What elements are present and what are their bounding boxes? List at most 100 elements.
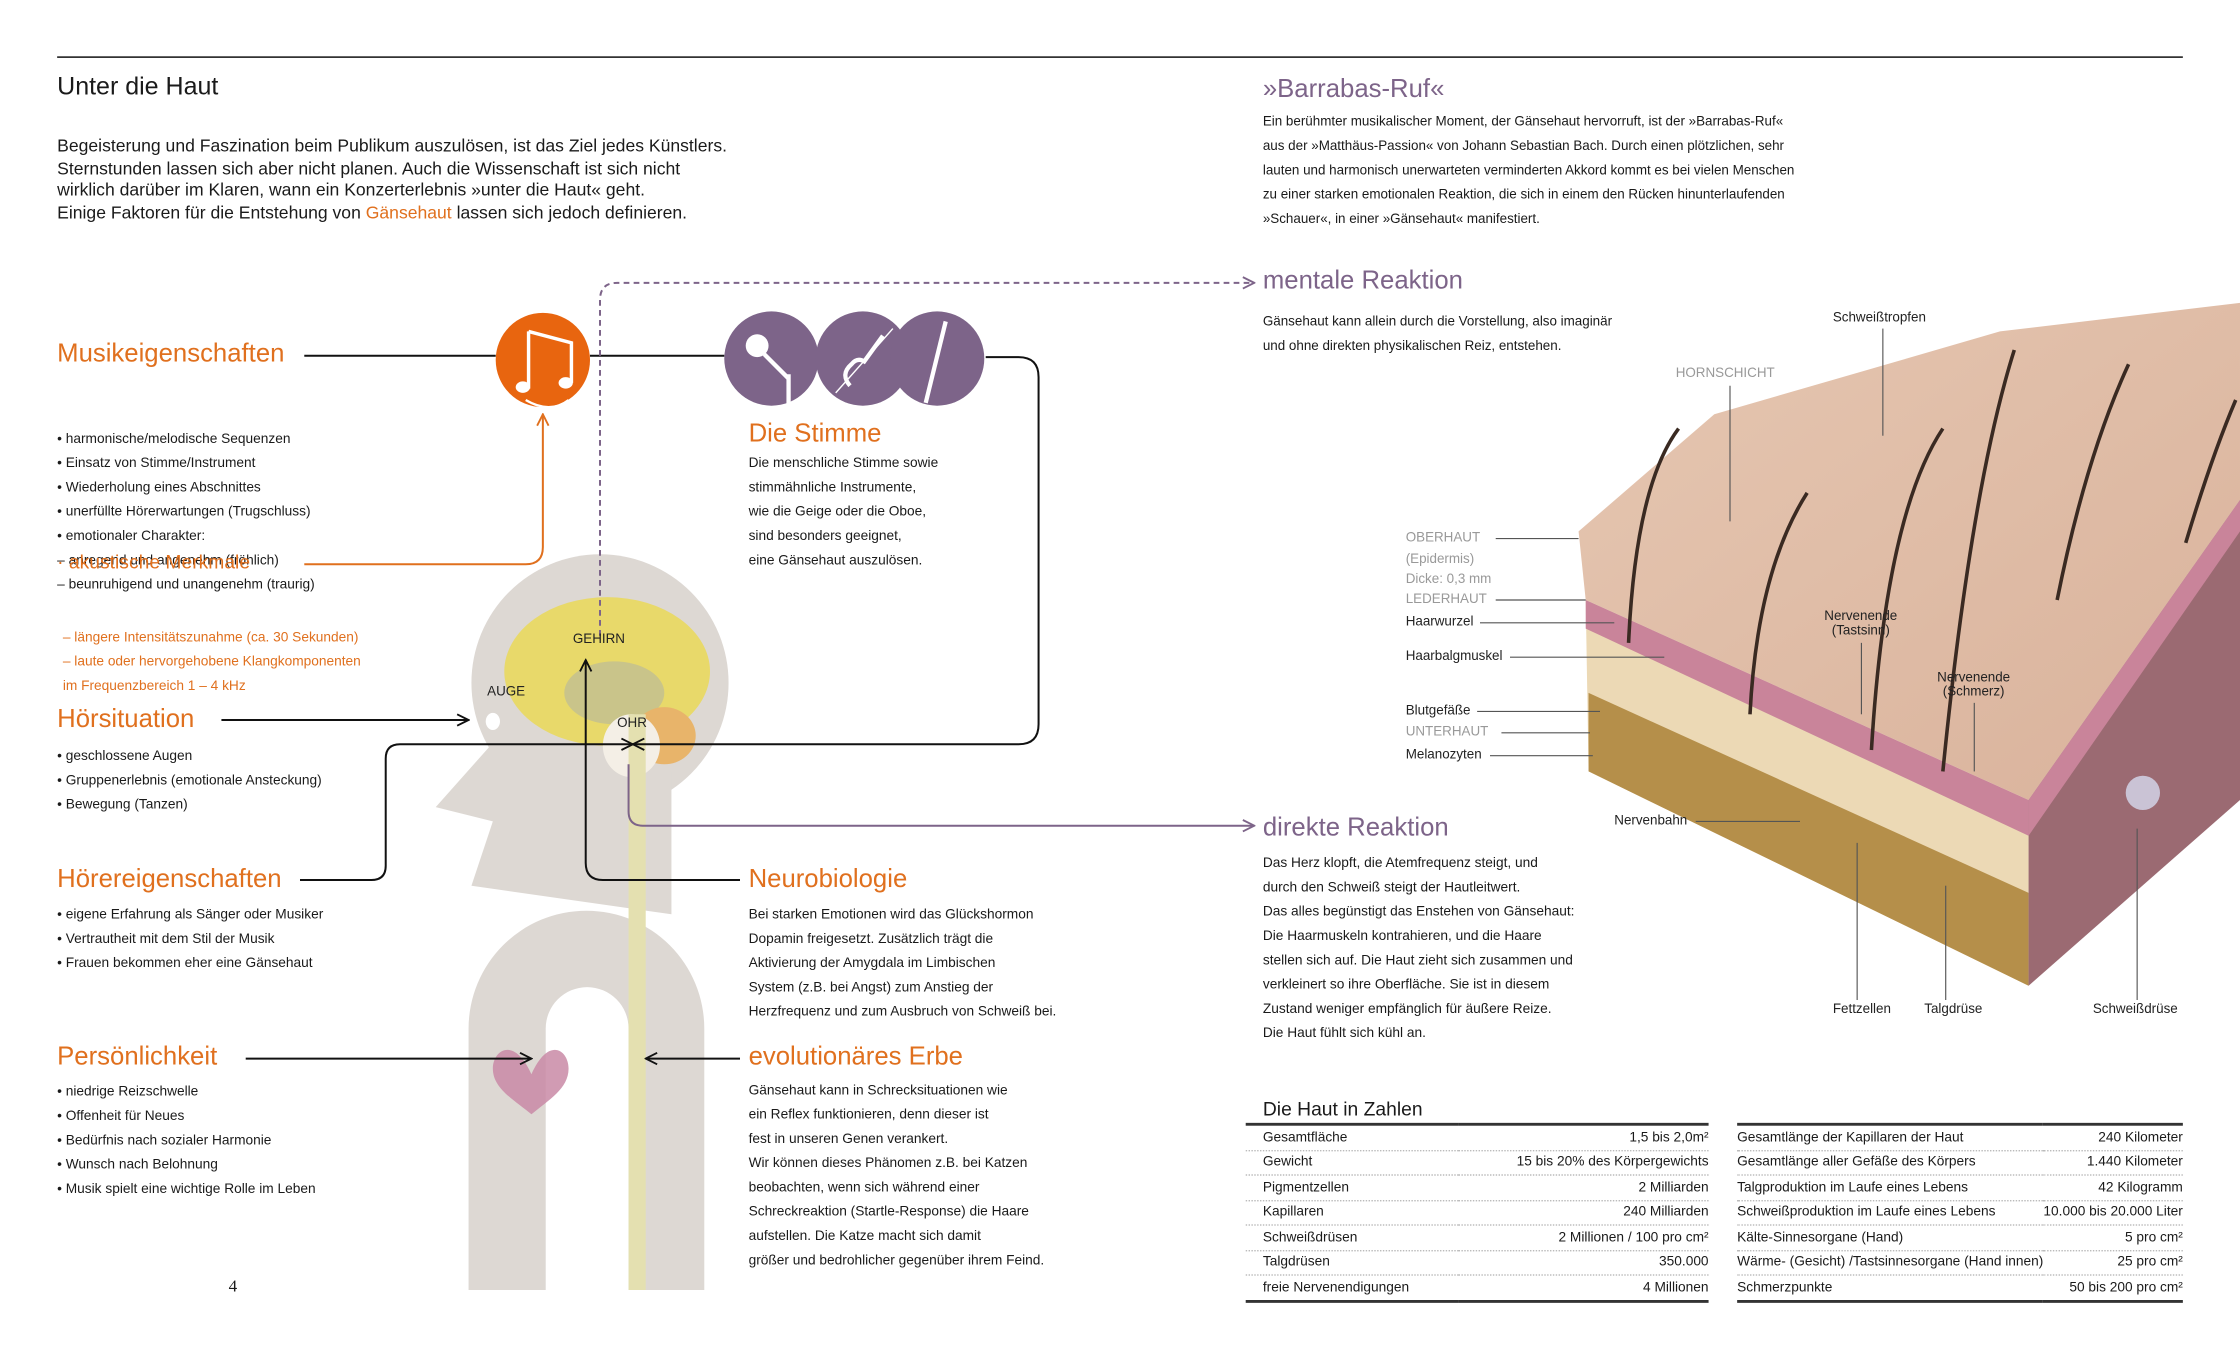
- label-hornschicht: HORNSCHICHT: [1675, 364, 1775, 380]
- intro-text: Begeisterung und Faszination beim Publik…: [57, 136, 727, 225]
- text-line: stellen sich auf. Die Haut zieht sich zu…: [1262, 952, 1573, 969]
- head-illustration: [435, 554, 729, 1290]
- row-label: Schmerzpunkte: [1737, 1279, 1833, 1296]
- text-line: Zustand weniger empfänglich für äußere R…: [1262, 1001, 1552, 1018]
- text-line: beobachten, wenn sich während einer: [748, 1179, 980, 1196]
- label-oberhaut: OBERHAUT: [1405, 528, 1481, 545]
- text-line: größer und bedrohlicher gegenüber ihrem …: [748, 1252, 1045, 1269]
- direkte-text: Das Herz klopft, die Atemfrequenz steigt…: [1263, 851, 1575, 1045]
- row-label: Schweißproduktion im Laufe eines Lebens: [1737, 1199, 2044, 1226]
- text-line: Wir können dieses Phänomen z.B. bei Katz…: [748, 1155, 1028, 1172]
- row-label: Kälte-Sinnesorgane (Hand): [1737, 1224, 2044, 1251]
- label-line: (Schmerz): [1942, 682, 2005, 699]
- mentale-text: Gänsehaut kann allein durch die Vorstell…: [1263, 309, 1612, 358]
- label-nervenende-schmerz: Nervenende(Schmerz): [1937, 669, 2010, 699]
- list-item: • unerfüllte Hörerwartungen (Trugschluss…: [57, 504, 311, 520]
- text-line: fest in unseren Genen verankert.: [748, 1131, 949, 1148]
- musik-title: Musikeigenschaften: [57, 338, 285, 368]
- row-value: 240 Milliarden: [1458, 1199, 1709, 1226]
- row-value: 10.000 bis 20.000 Liter: [2043, 1199, 2183, 1226]
- text-line: eine Gänsehaut auszulösen.: [748, 552, 923, 569]
- zahlen-title: Die Haut in Zahlen: [1262, 1098, 1423, 1120]
- list-item: – anregend und angenehm (fröhlich): [57, 552, 279, 569]
- list-item: • Bewegung (Tanzen): [57, 797, 188, 813]
- barrabas-title: »Barrabas-Ruf«: [1262, 74, 1445, 103]
- row-value: 25 pro cm²: [2043, 1249, 2183, 1276]
- intro-text-part: lassen sich jedoch definieren.: [451, 202, 688, 223]
- list-item: • geschlossene Augen: [57, 748, 193, 765]
- label-blutgefaesse: Blutgefäße: [1405, 701, 1471, 718]
- list-item: • Wiederholung eines Abschnittes: [57, 479, 261, 496]
- list-item: • Frauen bekommen eher eine Gänsehaut: [57, 955, 313, 972]
- text-line: Das Herz klopft, die Atemfrequenz steigt…: [1262, 855, 1538, 872]
- barrabas-text: Ein berühmter musikalischer Moment, der …: [1263, 109, 1795, 230]
- row-label: Talgproduktion im Laufe eines Lebens: [1737, 1174, 2044, 1201]
- label-dicke: Dicke: 0,3 mm: [1405, 569, 1492, 586]
- table-row: Wärme- (Gesicht) /Tastsinnesorgane (Hand…: [1737, 1249, 2183, 1276]
- table-row: Kälte-Sinnesorgane (Hand)5 pro cm²: [1737, 1224, 2183, 1251]
- mentale-title: mentale Reaktion: [1262, 265, 1463, 295]
- label-haarwurzel: Haarwurzel: [1405, 612, 1474, 629]
- hoerer-list: • eigene Erfahrung als Sänger oder Musik…: [57, 903, 323, 976]
- list-item: – laute oder hervorgehobene Klangkompone…: [62, 654, 361, 670]
- row-label: Talgdrüsen: [1245, 1249, 1459, 1276]
- label-lederhaut: LEDERHAUT: [1405, 589, 1487, 606]
- label-melanozyten: Melanozyten: [1405, 745, 1482, 762]
- row-label: freie Nervenendigungen: [1262, 1279, 1410, 1296]
- list-item: – längere Intensitätszunahme (ca. 30 Sek…: [62, 629, 359, 646]
- text-line: Die Haut fühlt sich kühl an.: [1262, 1025, 1426, 1042]
- text-line: Ein berühmter musikalischer Moment, der …: [1262, 112, 1784, 129]
- neuro-text: Bei starken Emotionen wird das Glückshor…: [749, 903, 1057, 1024]
- highlight-gaensehaut: Gänsehaut: [365, 202, 452, 223]
- text-line: Aktivierung der Amygdala im Limbischen: [748, 955, 996, 972]
- intro-text-part: Einige Faktoren für die Entstehung von: [57, 202, 366, 223]
- stimme-title: Die Stimme: [748, 418, 882, 448]
- text-line: aus der »Matthäus-Passion« von Johann Se…: [1262, 137, 1785, 153]
- label-unterhaut: UNTERHAUT: [1405, 722, 1489, 739]
- list-item: • niedrige Reizschwelle: [57, 1084, 199, 1100]
- text-line: zu einer starken emotionalen Reaktion, d…: [1262, 185, 1785, 202]
- row-label: Gesamtlänge aller Gefäße des Körpers: [1737, 1149, 2044, 1176]
- row-value: 350.000: [1458, 1249, 1709, 1276]
- text-line: durch den Schweiß steigt der Hautleitwer…: [1262, 879, 1521, 896]
- text-line: Herzfrequenz und zum Ausbruch von Schwei…: [748, 1004, 1057, 1020]
- skin-cross-section: [1578, 302, 2240, 986]
- akustisch-title: · akustische Merkmale: [57, 551, 251, 573]
- persoenlichkeit-title: Persönlichkeit: [57, 1041, 218, 1070]
- intro-line: Begeisterung und Faszination beim Publik…: [57, 135, 728, 156]
- label-epidermis: (Epidermis): [1405, 549, 1475, 566]
- list-item: • harmonische/melodische Sequenzen: [57, 431, 291, 448]
- hoersituation-title: Hörsituation: [57, 704, 195, 733]
- row-value: 15 bis 20% des Körpergewichts: [1458, 1149, 1709, 1176]
- text-line: »Schauer«, in einer »Gänsehaut« manifest…: [1262, 209, 1540, 226]
- text-line: Die Haarmuskeln kontrahieren, und die Ha…: [1262, 928, 1542, 945]
- row-value: 2 Millionen / 100 pro cm²: [1458, 1224, 1709, 1251]
- page-title: Unter die Haut: [57, 71, 219, 100]
- row-value: 2 Milliarden: [1458, 1174, 1709, 1201]
- text-line: Gänsehaut kann in Schrecksituationen wie: [748, 1082, 1008, 1099]
- persoenlichkeit-list: • niedrige Reizschwelle• Offenheit für N…: [57, 1080, 315, 1201]
- label-nervenende-tastsinn: Nervenende(Tastsinn): [1824, 608, 1897, 638]
- label-schweisstropfen: Schweißtropfen: [1832, 308, 1926, 325]
- row-value: 1.440 Kilometer: [2043, 1149, 2183, 1176]
- text-line: Das alles begünstigt das Enstehen von Gä…: [1262, 904, 1575, 920]
- text-line: Schreckreaktion (Startle-Response) die H…: [748, 1204, 1029, 1220]
- list-item: • eigene Erfahrung als Sänger oder Musik…: [57, 907, 324, 923]
- evolution-title: evolutionäres Erbe: [748, 1041, 963, 1070]
- row-label: Kapillaren: [1245, 1199, 1459, 1226]
- row-label: Gesamtfläche: [1245, 1124, 1459, 1151]
- musik-list: • harmonische/melodische Sequenzen • Eins…: [57, 379, 315, 622]
- akustisch-list: – längere Intensitätszunahme (ca. 30 Sek…: [63, 577, 361, 723]
- row-value: 42 Kilogramm: [2043, 1174, 2183, 1201]
- list-item: • Gruppenerlebnis (emotionale Ansteckung…: [57, 772, 322, 789]
- list-item: • Einsatz von Stimme/Instrument: [57, 455, 256, 472]
- list-item: – beunruhigend und unangenehm (traurig): [57, 577, 315, 593]
